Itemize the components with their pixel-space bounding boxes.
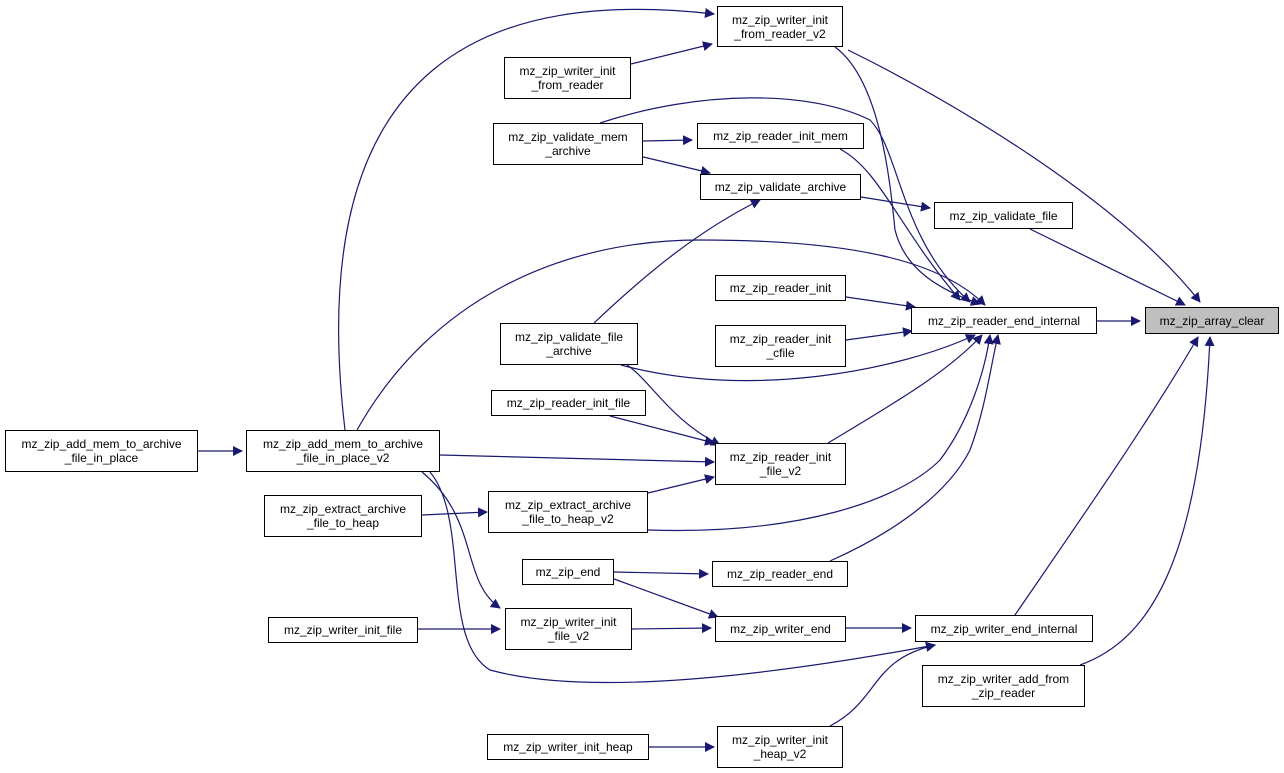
node-mz-zip-reader-init-file[interactable]: mz_zip_reader_init_file bbox=[491, 390, 646, 416]
node-mz-zip-writer-end[interactable]: mz_zip_writer_end bbox=[715, 616, 846, 642]
edge-add-mem-v2-to-reader-end-internal bbox=[356, 239, 986, 431]
edge-reader-init-file-to-reader-init-file-v2 bbox=[609, 415, 715, 446]
node-mz-zip-validate-archive[interactable]: mz_zip_validate_archive bbox=[700, 174, 861, 200]
node-mz-zip-reader-init-file-v2[interactable]: mz_zip_reader_init _file_v2 bbox=[715, 443, 846, 485]
edge-writer-init-from-reader-v2-to-reader-end-internal bbox=[834, 46, 981, 306]
node-mz-zip-add-mem-to-archive-file-in-place[interactable]: mz_zip_add_mem_to_archive _file_in_place bbox=[5, 430, 198, 472]
node-mz-zip-writer-init-file[interactable]: mz_zip_writer_init_file bbox=[268, 617, 418, 643]
edge-add-mem-v2-to-reader-init-file-v2 bbox=[439, 454, 715, 467]
edge-add-mem-v2-to-writer-end-internal bbox=[429, 471, 936, 684]
edge-writer-end-internal-to-array-clear bbox=[1014, 336, 1199, 616]
node-mz-zip-reader-init[interactable]: mz_zip_reader_init bbox=[715, 275, 846, 301]
node-mz-zip-validate-file-archive[interactable]: mz_zip_validate_file _archive bbox=[500, 323, 638, 365]
edge-add-mem-v2-to-writer-init-from-reader-v2 bbox=[338, 8, 715, 431]
node-mz-zip-reader-init-cfile[interactable]: mz_zip_reader_init _cfile bbox=[715, 325, 846, 367]
edge-writer-init-file-v2-to-writer-end bbox=[631, 623, 712, 634]
edge-reader-init-to-reader-end-internal bbox=[845, 296, 916, 311]
edge-validate-mem-archive-to-reader-end-internal bbox=[599, 97, 971, 303]
edge-reader-init-file-v2-to-reader-end-internal bbox=[827, 334, 983, 444]
node-mz-zip-validate-mem-archive[interactable]: mz_zip_validate_mem _archive bbox=[493, 123, 643, 165]
node-mz-zip-writer-init-from-reader[interactable]: mz_zip_writer_init _from_reader bbox=[504, 57, 631, 99]
node-mz-zip-writer-init-heap[interactable]: mz_zip_writer_init_heap bbox=[487, 734, 649, 760]
edge-extract-archive-to-v2 bbox=[421, 507, 488, 518]
node-mz-zip-add-mem-to-archive-file-in-place-v2[interactable]: mz_zip_add_mem_to_archive _file_in_place… bbox=[246, 430, 440, 472]
node-mz-zip-writer-add-from-zip-reader[interactable]: mz_zip_writer_add_from _zip_reader bbox=[922, 665, 1085, 707]
edge-extract-archive-v2-to-reader-end-internal bbox=[647, 334, 994, 532]
node-mz-zip-end[interactable]: mz_zip_end bbox=[522, 559, 614, 585]
edge-extract-archive-v2-to-reader-init-file-v2 bbox=[647, 474, 715, 494]
node-mz-zip-validate-file[interactable]: mz_zip_validate_file bbox=[934, 202, 1073, 229]
edge-reader-end-to-reader-end-internal bbox=[829, 334, 1001, 562]
node-mz-zip-array-clear: mz_zip_array_clear bbox=[1145, 307, 1279, 334]
edge-validate-file-archive-to-reader-end-internal bbox=[620, 334, 976, 382]
edge-validate-file-to-array-clear bbox=[1029, 228, 1186, 306]
node-mz-zip-reader-end-internal[interactable]: mz_zip_reader_end_internal bbox=[911, 307, 1097, 334]
edge-zip-end-to-reader-end bbox=[613, 568, 709, 579]
node-mz-zip-extract-archive-file-to-heap-v2[interactable]: mz_zip_extract_archive _file_to_heap_v2 bbox=[488, 491, 648, 533]
edge-writer-init-from-reader-v2-to-array-clear bbox=[847, 49, 1201, 303]
edge-validate-archive-to-validate-file bbox=[860, 196, 931, 212]
edge-writer-add-from-zip-reader-to-array-clear bbox=[1079, 336, 1215, 666]
edge-reader-init-cfile-to-reader-end-internal bbox=[845, 327, 913, 341]
edge-add-mem-v2-to-writer-init-file-v2 bbox=[421, 471, 501, 609]
edge-writer-init-from-reader-to-v2 bbox=[630, 41, 713, 65]
edge-writer-init-heap-v2-to-writer-end-internal bbox=[829, 642, 936, 727]
node-mz-zip-extract-archive-file-to-heap[interactable]: mz_zip_extract_archive _file_to_heap bbox=[264, 495, 422, 537]
edge-validate-mem-archive-to-validate-archive bbox=[642, 156, 711, 176]
node-mz-zip-reader-init-mem[interactable]: mz_zip_reader_init_mem bbox=[697, 123, 864, 149]
node-mz-zip-writer-end-internal[interactable]: mz_zip_writer_end_internal bbox=[915, 615, 1093, 642]
edge-validate-file-archive-to-validate-archive bbox=[593, 199, 761, 324]
node-mz-zip-reader-end[interactable]: mz_zip_reader_end bbox=[712, 561, 848, 587]
node-mz-zip-writer-init-heap-v2[interactable]: mz_zip_writer_init _heap_v2 bbox=[717, 726, 843, 768]
node-mz-zip-writer-init-file-v2[interactable]: mz_zip_writer_init _file_v2 bbox=[505, 608, 632, 650]
edge-zip-end-to-writer-end bbox=[613, 578, 719, 619]
node-mz-zip-writer-init-from-reader-v2[interactable]: mz_zip_writer_init _from_reader_v2 bbox=[717, 6, 843, 47]
edge-validate-mem-archive-to-reader-init-mem bbox=[642, 135, 693, 146]
